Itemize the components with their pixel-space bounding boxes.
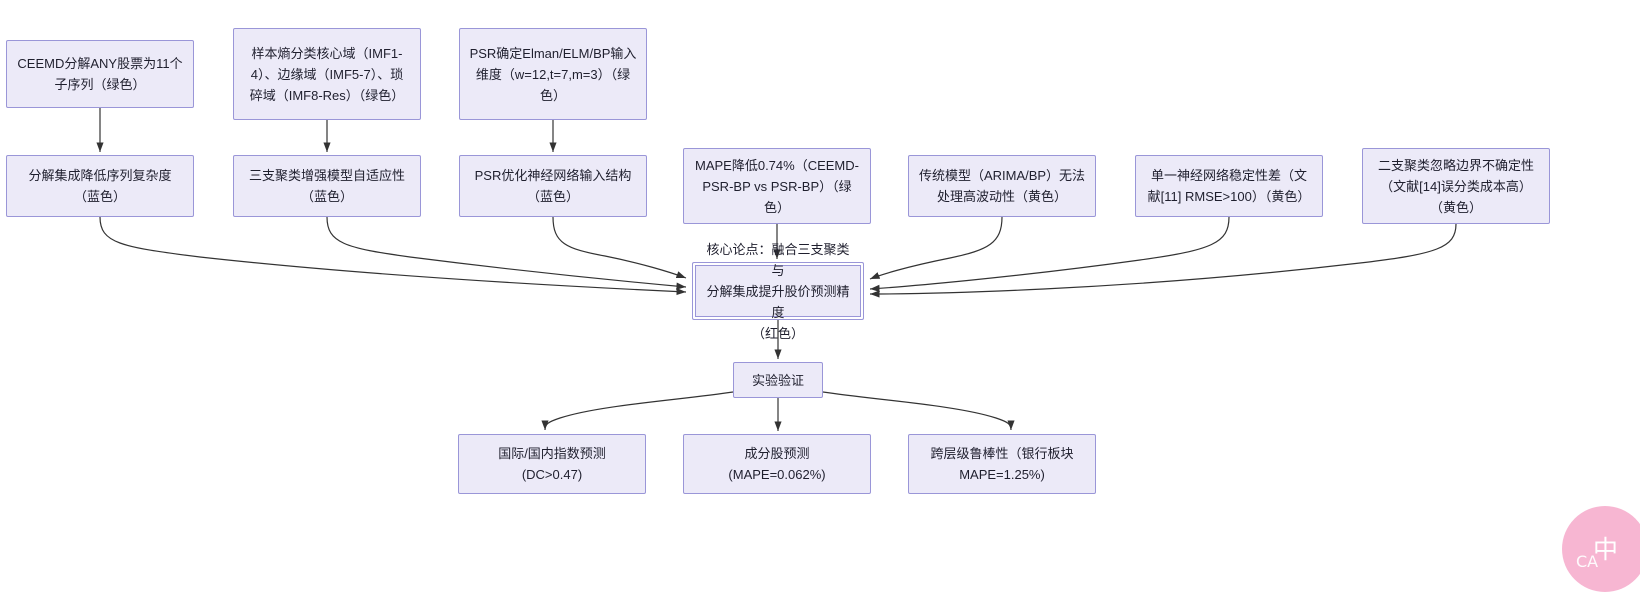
node-core-thesis[interactable]: 核心论点：融合三支聚类与 分解集成提升股价预测精度 （红色） — [692, 242, 864, 341]
edge-n6-core — [552, 216, 687, 279]
edge-exp-r3 — [822, 391, 1015, 431]
node-single-network-instability[interactable]: 单一神经网络稳定性差（文 献[11] RMSE>100）（黄色） — [1135, 155, 1323, 217]
watermark-subtext: CA — [1576, 552, 1599, 571]
node-psr-optimize-network-input[interactable]: PSR优化神经网络输入结构 （蓝色） — [459, 155, 647, 217]
flowchart-canvas: CEEMD分解ANY股票为11个 子序列（绿色） 样本熵分类核心域（IMF1- … — [6, 28, 1640, 592]
node-result-constituent-stock-forecast[interactable]: 成分股预测 (MAPE=0.062%) — [683, 434, 871, 494]
edge-n9-core — [869, 216, 1230, 292]
edge-n10-core — [869, 223, 1457, 298]
node-experimental-validation[interactable]: 实验验证 — [733, 362, 823, 398]
edge-n5-core — [326, 216, 687, 290]
watermark-char: 中 — [1592, 534, 1618, 564]
node-three-way-clustering-adaptivity[interactable]: 三支聚类增强模型自适应性 （蓝色） — [233, 155, 421, 217]
edge-exp-r1 — [541, 391, 734, 431]
node-reduce-sequence-complexity[interactable]: 分解集成降低序列复杂度 （蓝色） — [6, 155, 194, 217]
node-ceemd-decomposition[interactable]: CEEMD分解ANY股票为11个 子序列（绿色） — [6, 40, 194, 108]
node-psr-input-dimension[interactable]: PSR确定Elman/ELM/BP输入 维度（w=12,t=7,m=3）（绿 色… — [459, 28, 647, 120]
node-traditional-model-limitation[interactable]: 传统模型（ARIMA/BP）无法 处理高波动性（黄色） — [908, 155, 1096, 217]
node-result-index-forecast[interactable]: 国际/国内指数预测 (DC>0.47) — [458, 434, 646, 494]
node-sample-entropy-classification[interactable]: 样本熵分类核心域（IMF1- 4）、边缘域（IMF5-7）、琐 碎域（IMF8-… — [233, 28, 421, 120]
edge-n4-core — [99, 216, 687, 296]
node-two-way-clustering-limitation[interactable]: 二支聚类忽略边界不确定性 （文献[14]误分类成本高） （黄色） — [1362, 148, 1550, 224]
node-result-cross-level-robustness[interactable]: 跨层级鲁棒性（银行板块 MAPE=1.25%) — [908, 434, 1096, 494]
watermark-badge: 中 CA — [1562, 506, 1640, 592]
node-mape-improvement[interactable]: MAPE降低0.74%（CEEMD- PSR-BP vs PSR-BP）（绿 色… — [683, 148, 871, 224]
edge-n8-core — [869, 216, 1003, 280]
